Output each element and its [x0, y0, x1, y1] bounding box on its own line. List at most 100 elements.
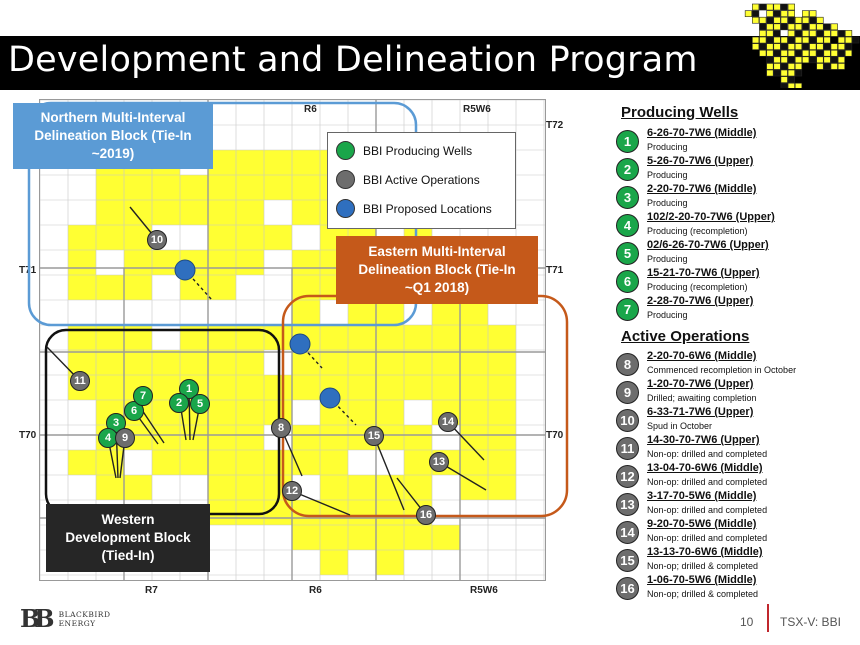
land-parcel — [68, 450, 96, 475]
active-operations-heading: Active Operations — [621, 328, 750, 345]
land-parcel — [264, 225, 292, 250]
land-parcel — [348, 475, 376, 500]
well-number-badge: 3 — [616, 186, 639, 209]
logo-text-line2: ENERGY — [58, 618, 96, 628]
land-parcel — [376, 475, 404, 500]
land-parcel — [488, 375, 516, 400]
township-label-right-t71: T71 — [546, 265, 564, 276]
land-parcel — [236, 425, 264, 450]
land-parcel — [180, 350, 208, 375]
land-parcel — [292, 250, 320, 275]
land-parcel — [348, 375, 376, 400]
land-parcel — [68, 350, 96, 375]
well-number-badge: 13 — [616, 493, 639, 516]
proposed-location-dot — [319, 387, 341, 409]
land-parcel — [208, 275, 236, 300]
well-number-badge: 4 — [616, 214, 639, 237]
well-number-badge: 9 — [616, 381, 639, 404]
land-parcel — [292, 425, 320, 450]
land-parcel — [264, 175, 292, 200]
land-parcel — [460, 400, 488, 425]
land-parcel — [236, 375, 264, 400]
legend-item-proposed: BBI Proposed Locations — [336, 199, 492, 218]
well-name: 02/6-26-70-7W6 (Upper) — [647, 239, 769, 251]
well-name: 13-13-70-6W6 (Middle) — [647, 546, 763, 558]
land-parcel — [376, 500, 404, 525]
well-status: Non-op: drilled and completed — [647, 449, 768, 459]
producing-well-marker: 2 — [169, 393, 189, 413]
land-parcel — [68, 275, 96, 300]
land-parcel — [96, 375, 124, 400]
producing-wells-heading: Producing Wells — [621, 104, 739, 121]
active-operation-marker: 14 — [438, 412, 458, 432]
land-parcel — [460, 475, 488, 500]
well-status: Producing — [647, 142, 688, 152]
well-status: Spud in October — [647, 421, 713, 431]
well-status: Non-op: drilled and completed — [647, 533, 768, 543]
well-status: Non-op: drilled and completed — [647, 477, 768, 487]
land-parcel — [180, 175, 208, 200]
well-number-badge: 16 — [616, 577, 639, 600]
land-parcel — [404, 325, 432, 350]
land-parcel — [376, 300, 404, 325]
land-parcel — [124, 200, 152, 225]
land-parcel — [236, 475, 264, 500]
legend-label: BBI Proposed Locations — [363, 201, 492, 216]
active-operation-marker: 8 — [271, 418, 291, 438]
legend-item-active: BBI Active Operations — [336, 170, 480, 189]
land-parcel — [96, 175, 124, 200]
land-parcel — [376, 400, 404, 425]
land-parcel — [292, 525, 320, 550]
well-status: Commenced recompletion in October — [647, 365, 797, 375]
page-number: 10 — [740, 615, 754, 629]
well-name: 14-30-70-7W6 (Upper) — [647, 434, 760, 446]
land-parcel — [236, 500, 264, 525]
land-parcel — [180, 450, 208, 475]
legend-item-producing: BBI Producing Wells — [336, 141, 472, 160]
well-number-badge: 11 — [616, 437, 639, 460]
land-parcel — [460, 450, 488, 475]
range-label-top-r5w6: R5W6 — [463, 104, 491, 115]
well-name: 5-26-70-7W6 (Upper) — [647, 155, 754, 167]
land-parcel — [96, 225, 124, 250]
land-parcel — [292, 375, 320, 400]
land-parcel — [96, 350, 124, 375]
land-parcel — [292, 200, 320, 225]
township-label-left-t70: T70 — [19, 430, 37, 441]
land-parcel — [208, 225, 236, 250]
land-parcel — [96, 475, 124, 500]
active-operation-marker: 16 — [416, 505, 436, 525]
township-label-left-t71: T71 — [19, 265, 37, 276]
stock-ticker: TSX-V: BBI — [780, 615, 841, 629]
location-map-icon — [744, 3, 860, 88]
land-parcel — [124, 475, 152, 500]
land-parcel — [208, 400, 236, 425]
well-name: 2-28-70-7W6 (Upper) — [647, 295, 754, 307]
active-operation-marker: 15 — [364, 426, 384, 446]
land-parcel — [376, 550, 404, 575]
land-parcel — [236, 175, 264, 200]
land-parcel — [432, 350, 460, 375]
land-parcel — [236, 200, 264, 225]
land-parcel — [460, 425, 488, 450]
well-name: 1-06-70-5W6 (Middle) — [647, 574, 757, 586]
land-parcel — [404, 525, 432, 550]
well-name: 2-20-70-6W6 (Middle) — [647, 350, 757, 362]
land-parcel — [208, 425, 236, 450]
land-parcel — [488, 450, 516, 475]
land-parcel — [488, 475, 516, 500]
legend-label: BBI Producing Wells — [363, 143, 473, 158]
land-parcel — [208, 200, 236, 225]
well-name: 13-04-70-6W6 (Middle) — [647, 462, 763, 474]
land-parcel — [96, 200, 124, 225]
land-parcel — [432, 300, 460, 325]
well-number-badge: 8 — [616, 353, 639, 376]
well-number-badge: 1 — [616, 130, 639, 153]
